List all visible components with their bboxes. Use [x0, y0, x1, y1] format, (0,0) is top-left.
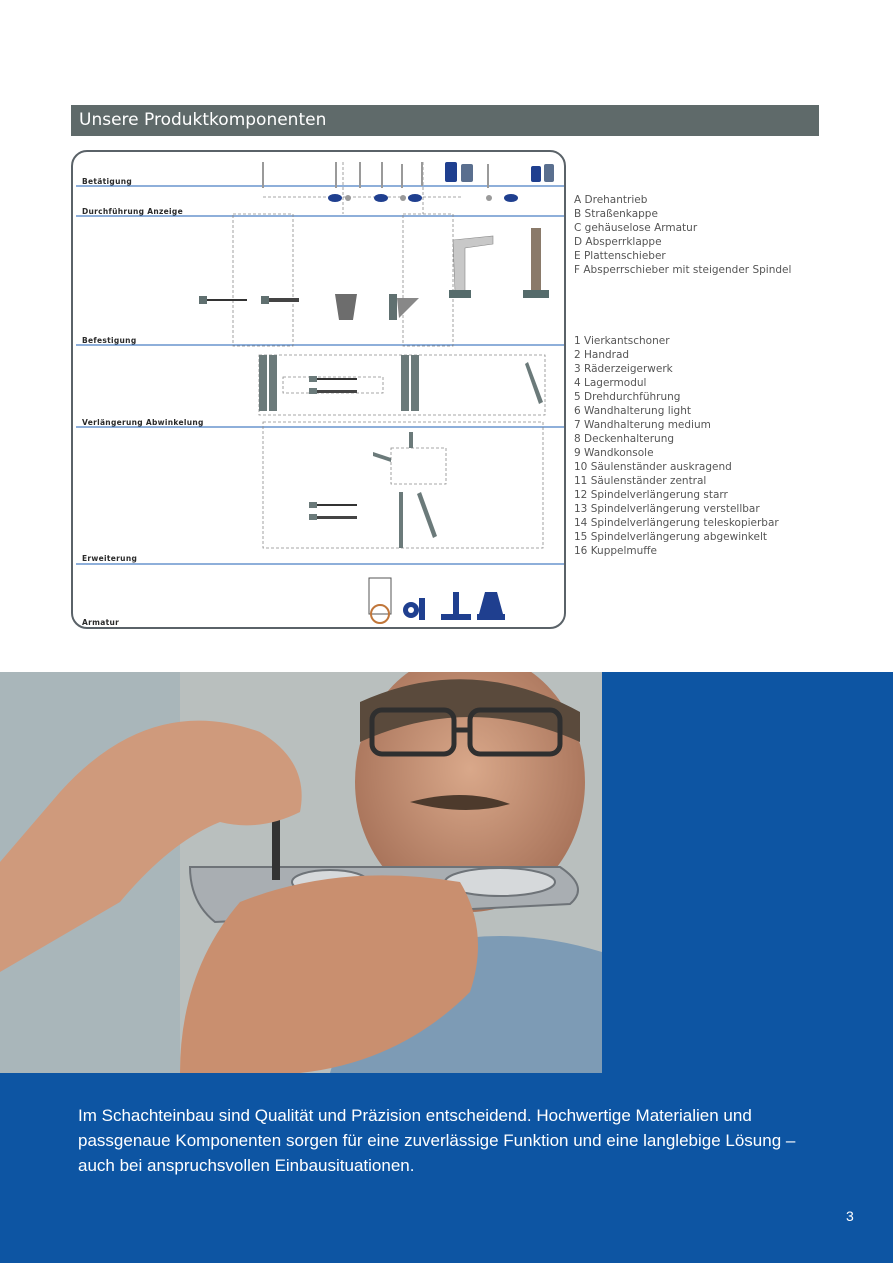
legend-letters: A Drehantrieb B Straßenkappe C gehäuselo…	[574, 193, 791, 277]
legend-item: 2 Handrad	[574, 349, 630, 361]
section-title: Unsere Produktkomponenten	[71, 105, 819, 136]
legend-item: A Drehantrieb	[574, 194, 648, 206]
product-components-diagram: Betätigung Durchführung Anzeige Befestig…	[71, 150, 566, 629]
footer-panel	[0, 1073, 893, 1263]
legend-item: 5 Drehdurchführung	[574, 391, 681, 403]
section-label-expansion: Erweiterung	[82, 554, 138, 563]
legend-item: 4 Lagermodul	[574, 377, 647, 389]
legend-item: E Plattenschieber	[574, 250, 666, 262]
section-label-extension-angle: Verlängerung Abwinkelung	[82, 418, 204, 427]
photo-illustration	[0, 672, 602, 1073]
worker-photo	[0, 672, 602, 1073]
legend-item: 9 Wandkonsole	[574, 447, 654, 459]
legend-item: 7 Wandhalterung medium	[574, 419, 711, 431]
legend-item: 15 Spindelverlängerung abgewinkelt	[574, 531, 767, 543]
legend-item: F Absperrschieber mit steigender Spindel	[574, 264, 792, 276]
section-label-valve: Armatur	[82, 618, 120, 627]
brand-panel	[602, 672, 893, 1073]
legend-item: 12 Spindelverlängerung starr	[574, 489, 728, 501]
caption-text: Im Schachteinbau sind Qualität und Präzi…	[78, 1106, 796, 1175]
legend-item: 6 Wandhalterung light	[574, 405, 691, 417]
page-number: 3	[846, 1208, 854, 1224]
legend-item: D Absperrklappe	[574, 236, 662, 248]
legend-item: 10 Säulenständer auskragend	[574, 461, 732, 473]
legend-item: 13 Spindelverlängerung verstellbar	[574, 503, 760, 515]
legend-item: C gehäuselose Armatur	[574, 222, 698, 234]
legend-numbers: 1 Vierkantschoner 2 Handrad 3 Räderzeige…	[574, 334, 779, 558]
legend-item: 8 Deckenhalterung	[574, 433, 675, 445]
legend-item: 16 Kuppelmuffe	[574, 545, 658, 557]
section-label-actuation: Betätigung	[82, 177, 133, 186]
section-label-feedthrough: Durchführung Anzeige	[82, 207, 183, 216]
legend-item: 14 Spindelverlängerung teleskopierbar	[574, 517, 779, 529]
legend-item: 11 Säulenständer zentral	[574, 475, 707, 487]
diagram-graphic	[76, 162, 564, 624]
section-label-mounting: Befestigung	[82, 336, 137, 345]
legend-item: 1 Vierkantschoner	[574, 335, 670, 347]
legend-item: 3 Räderzeigerwerk	[574, 363, 673, 375]
legend-item: B Straßenkappe	[574, 208, 658, 220]
